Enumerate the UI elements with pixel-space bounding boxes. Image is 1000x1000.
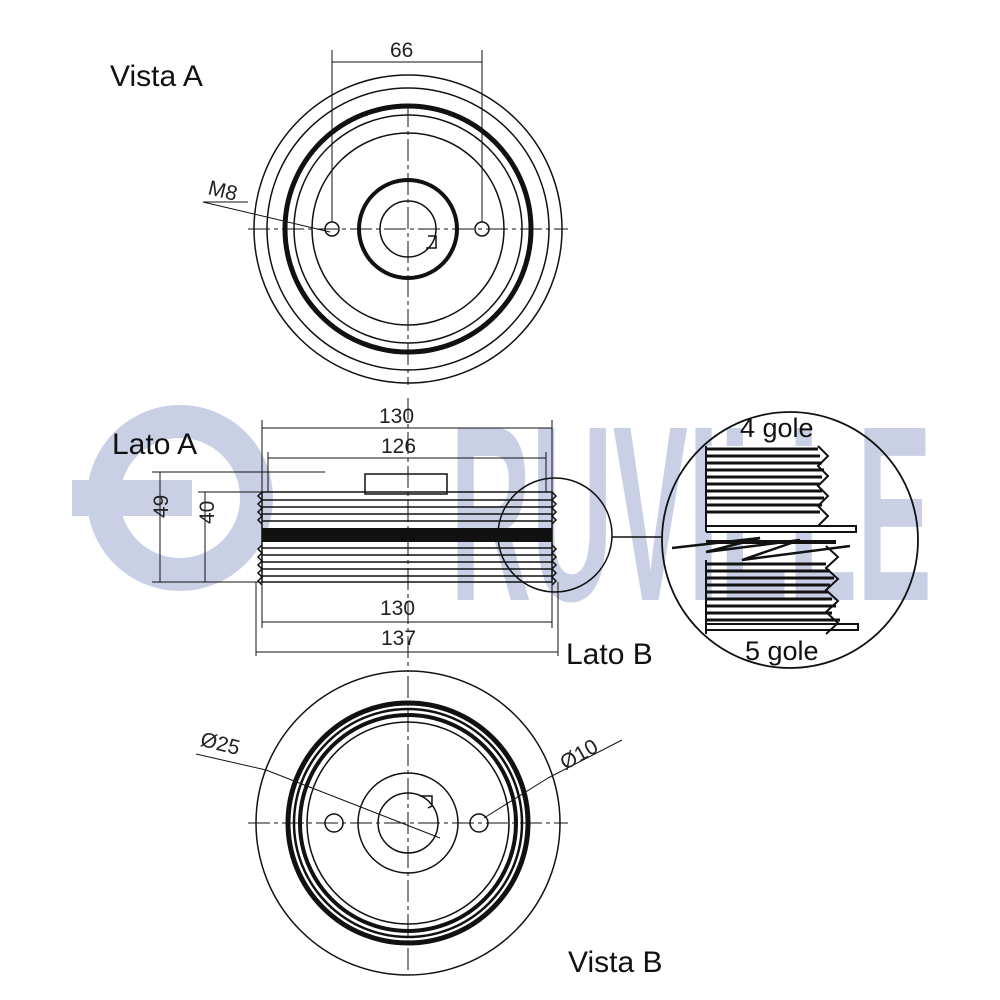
side-profile-left xyxy=(256,491,264,586)
dim-126-text: 126 xyxy=(381,435,416,458)
dia10-leader-shelf xyxy=(547,739,623,779)
logo-mark-bar xyxy=(72,480,192,516)
detail-callout-circle xyxy=(497,477,613,593)
detail-lower-lines xyxy=(706,562,840,622)
vista-b-outer-rim xyxy=(255,670,561,976)
detail-upper-teeth xyxy=(816,445,830,527)
side-grooves xyxy=(262,499,552,577)
vista-b-bore xyxy=(377,792,439,854)
detail-upper-flange xyxy=(706,525,857,533)
detail-circle xyxy=(661,411,919,669)
vista-b-hole-left xyxy=(324,813,344,833)
vista-b-ring-2 xyxy=(292,707,524,939)
m8-leader xyxy=(202,201,331,233)
vista-b-keyway xyxy=(420,795,433,809)
detail-lower-flange xyxy=(706,623,859,631)
vista-b-thick-ring-1 xyxy=(285,700,531,946)
detail-top-label: 4 gole xyxy=(740,413,814,443)
lato-b-label: Lato B xyxy=(566,638,653,671)
dia25-leader-shelf xyxy=(195,753,267,771)
dim-dia25-text: Ø25 xyxy=(198,728,242,760)
vista-a-hub xyxy=(357,178,459,280)
dia25-leader xyxy=(265,769,441,839)
vista-b-view xyxy=(195,670,623,976)
lato-a-label: Lato A xyxy=(112,428,197,461)
vista-a-rim-2 xyxy=(266,87,550,371)
vista-a-label: Vista A xyxy=(110,60,203,93)
detail-lower-teeth xyxy=(824,545,840,635)
dia10-leader xyxy=(483,777,549,819)
dim-66-text: 66 xyxy=(390,39,413,62)
dim-49-text: 49 xyxy=(150,495,173,518)
detail-bottom-label: 5 gole xyxy=(745,636,819,666)
dim-130-bottom-text: 130 xyxy=(380,597,415,620)
groove-detail xyxy=(661,411,919,669)
dim-dia10-text: Ø10 xyxy=(556,735,602,775)
dim-137-text: 137 xyxy=(381,627,416,650)
side-view xyxy=(152,398,662,672)
vista-b-thick-ring-3 xyxy=(298,713,518,933)
side-center-band xyxy=(262,528,552,542)
vista-b-hub xyxy=(357,772,459,874)
dim-130-top-text: 130 xyxy=(379,405,414,428)
vista-a-keyway xyxy=(426,235,437,249)
side-profile-right xyxy=(550,491,558,586)
vista-a-outer-rim xyxy=(253,74,563,384)
vista-b-label: Vista B xyxy=(568,946,663,979)
dim-m8-text: M8 xyxy=(206,176,240,205)
vista-b-ring-4 xyxy=(306,721,510,925)
vista-b-hole-right xyxy=(469,813,489,833)
detail-center-zigzag xyxy=(671,536,851,562)
vista-a-ring-4 xyxy=(311,132,505,326)
side-hub-boss xyxy=(364,473,448,495)
vista-a-bore xyxy=(379,200,437,258)
detail-upper-lines xyxy=(706,447,824,514)
ruville-watermark: RUVILLE xyxy=(72,374,932,653)
dim-40-text: 40 xyxy=(196,501,219,524)
vista-a-thick-ring xyxy=(282,103,534,355)
vista-a-ring-3 xyxy=(293,114,523,344)
vista-a-view xyxy=(202,50,568,385)
